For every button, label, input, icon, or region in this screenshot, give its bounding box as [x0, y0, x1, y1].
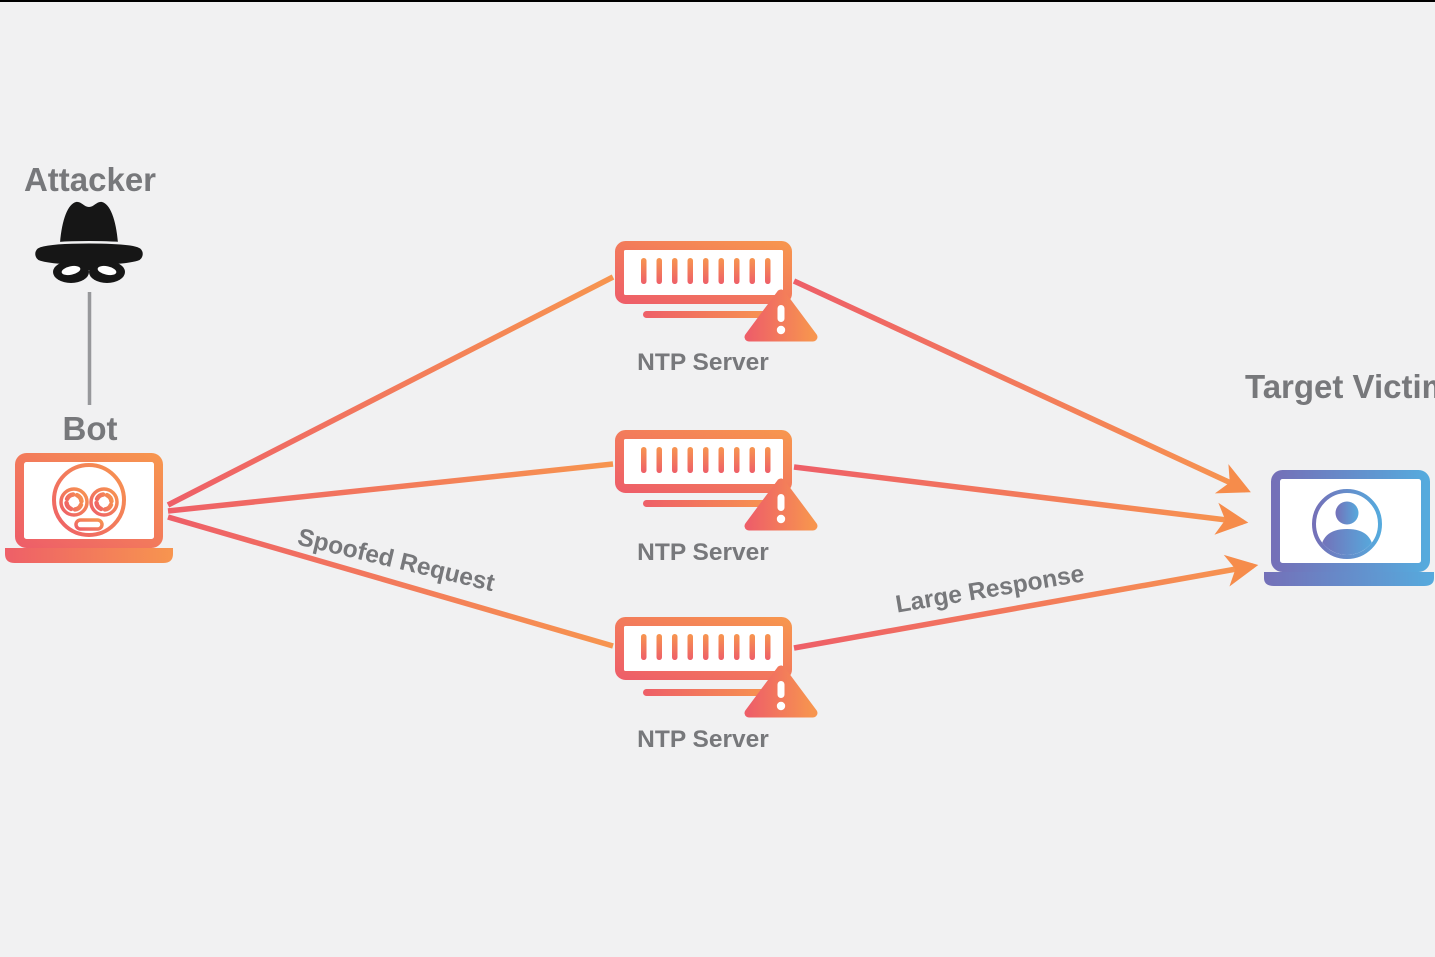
ntp-server-label-top: NTP Server [637, 349, 769, 376]
large-response-arrows [792, 278, 1259, 651]
robot-laptop-icon [5, 453, 173, 563]
request-line-middle [167, 461, 614, 514]
victim-laptop-base [1264, 572, 1434, 586]
warning-triangle-icon [744, 665, 818, 718]
robot-eye-left [59, 487, 89, 517]
robot-mouth [74, 518, 104, 531]
ntp-server-icon-bottom [615, 617, 818, 718]
user-laptop-icon [1264, 470, 1434, 586]
response-arrow-bottom [793, 554, 1259, 651]
bot-laptop-base [5, 548, 173, 563]
server-slots [641, 634, 771, 660]
server-slots [641, 447, 771, 473]
spy-hat-brim [32, 241, 146, 268]
bot-laptop-screen [15, 453, 163, 548]
attacker-label: Attacker [23, 161, 157, 198]
bot-label: Bot [62, 410, 118, 447]
spy-incognito-icon [32, 201, 146, 283]
spy-hat-crown [60, 201, 118, 243]
ntp-server-label-middle: NTP Server [637, 539, 769, 566]
ntp-server-icon-top [615, 241, 818, 342]
server-shelf-line [643, 311, 771, 318]
server-slots [641, 258, 771, 284]
robot-face-icon [52, 463, 126, 537]
ntp-server-icon-middle [615, 430, 818, 531]
response-arrow-middle [793, 464, 1249, 535]
ntp-server-label-bottom: NTP Server [637, 726, 769, 753]
server-shelf-line [643, 500, 771, 507]
spy-mask [53, 261, 125, 283]
request-line-top [166, 274, 615, 508]
target-victim-label: Target Victim [1244, 368, 1435, 405]
server-shelf-line [643, 689, 771, 696]
request-line-bottom [167, 514, 614, 649]
top-border-line [0, 0, 1435, 2]
warning-triangle-icon [744, 478, 818, 531]
warning-triangle-icon [744, 289, 818, 342]
response-arrow-top [792, 278, 1251, 494]
spoofed-request-lines [166, 274, 615, 649]
robot-eye-right [89, 487, 119, 517]
user-icon [1312, 489, 1382, 559]
